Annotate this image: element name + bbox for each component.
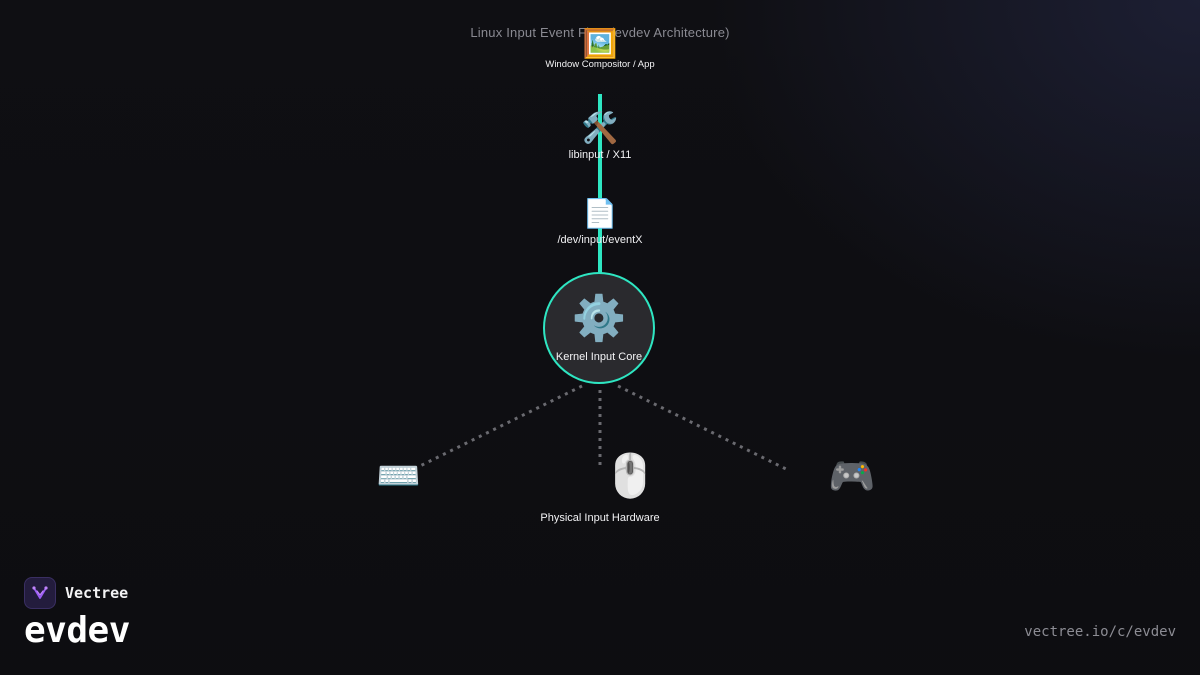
node-hardware-label: Physical Input Hardware bbox=[540, 512, 660, 524]
keyboard-icon: ⌨️ bbox=[376, 455, 421, 496]
node-device-file: 📄 /dev/input/eventX bbox=[557, 198, 643, 247]
node-libinput: 🛠️ libinput / X11 bbox=[568, 112, 632, 162]
node-hardware: Physical Input Hardware bbox=[540, 512, 659, 524]
document-icon: 📄 bbox=[582, 198, 618, 229]
gamepad-icon: 🎮 bbox=[828, 456, 876, 498]
brand-name: Vectree bbox=[65, 584, 129, 602]
framed-picture-icon: 🖼️ bbox=[582, 28, 618, 59]
hammer-wrench-icon: 🛠️ bbox=[581, 112, 619, 145]
node-device-file-label: /dev/input/eventX bbox=[557, 234, 643, 246]
topic-title: evdev bbox=[24, 610, 130, 651]
diagram-title: Linux Input Event Flow (evdev Architectu… bbox=[470, 25, 730, 40]
vectree-logo-icon bbox=[24, 577, 56, 609]
hardware-link-keyboard bbox=[419, 384, 583, 468]
mouse-icon: 🖱️ bbox=[604, 452, 657, 499]
source-url: vectree.io/c/evdev bbox=[1024, 624, 1176, 640]
brand: Vectree bbox=[24, 577, 128, 609]
node-libinput-label: libinput / X11 bbox=[568, 149, 632, 161]
gear-icon: ⚙️ bbox=[571, 294, 627, 343]
node-compositor: 🖼️ Window Compositor / App bbox=[545, 28, 655, 71]
node-kernel-label: Kernel Input Core bbox=[555, 351, 643, 363]
node-compositor-label: Window Compositor / App bbox=[545, 59, 655, 70]
node-kernel-core: ⚙️ Kernel Input Core bbox=[543, 272, 655, 384]
